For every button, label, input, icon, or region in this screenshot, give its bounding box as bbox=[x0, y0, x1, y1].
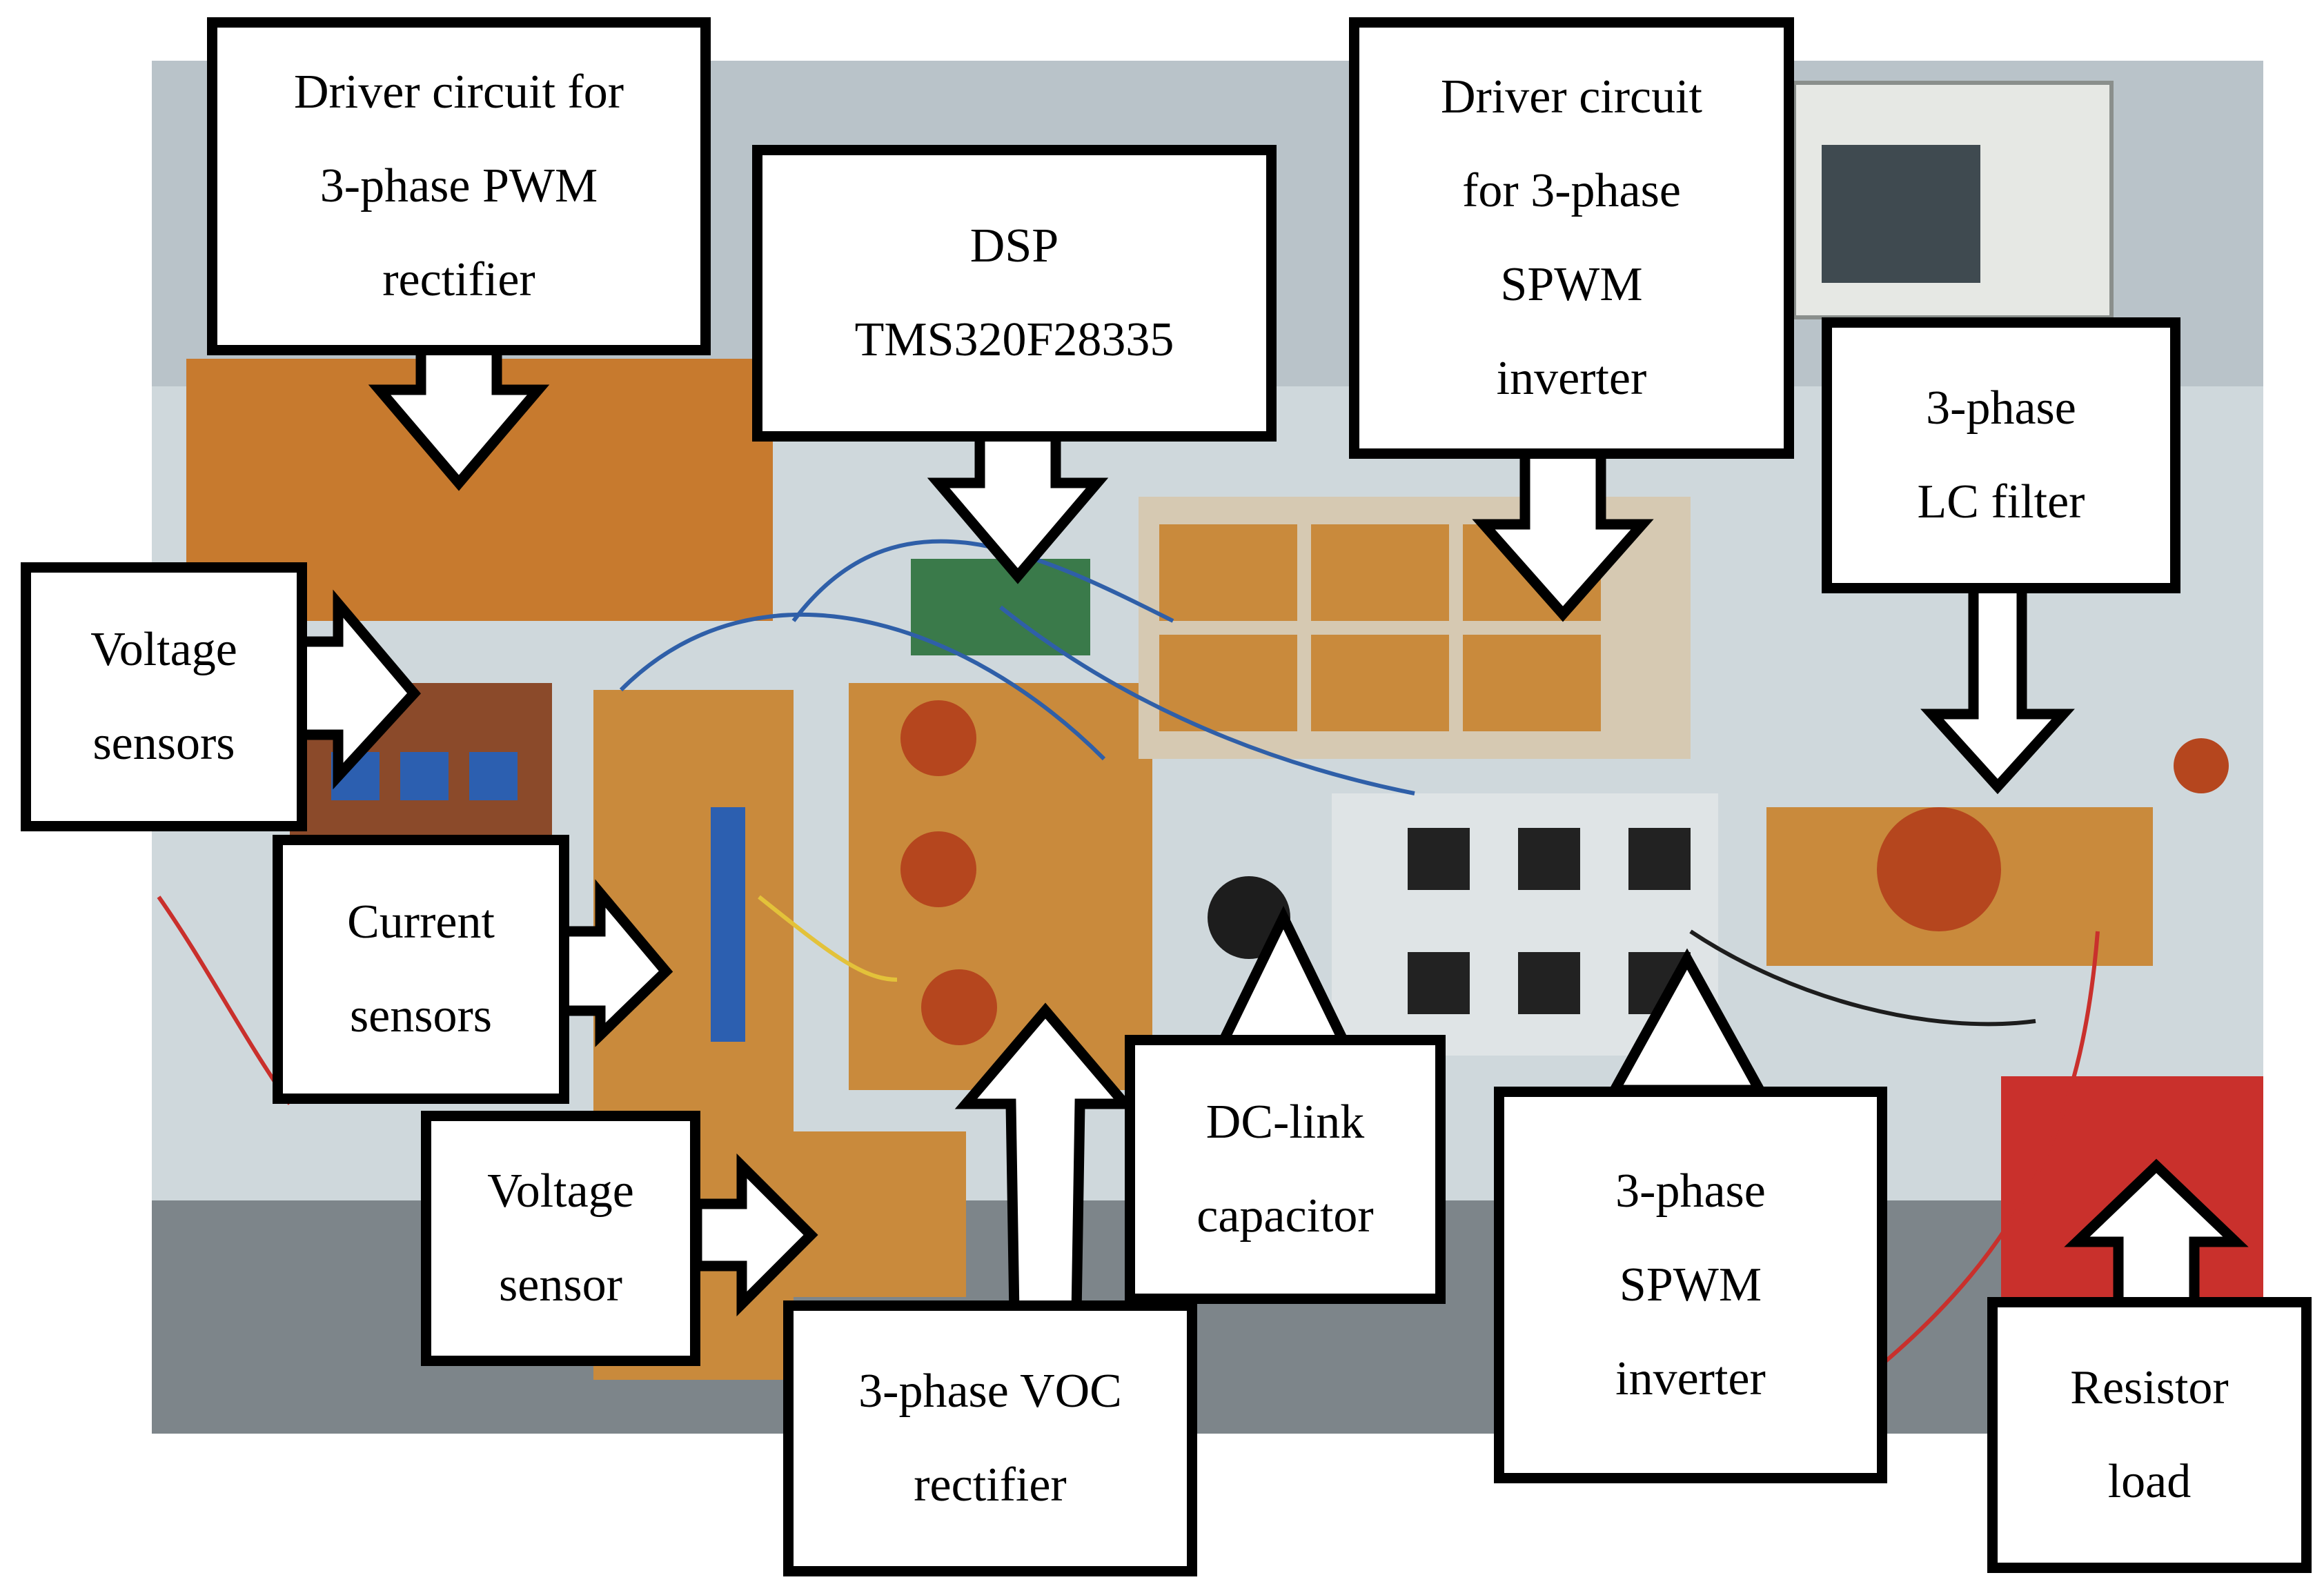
callout-label: Current sensors bbox=[347, 896, 495, 1042]
cable bbox=[999, 605, 1415, 795]
cable bbox=[758, 895, 898, 982]
cable bbox=[619, 613, 1106, 761]
callout-lc-filter: 3-phase LC filter bbox=[1822, 317, 2180, 593]
callout-driver-spwm-inverter: Driver circuit for 3-phase SPWM inverter bbox=[1349, 17, 1794, 459]
driver-board-tile bbox=[1311, 635, 1449, 731]
blue-relay bbox=[469, 752, 518, 800]
callout-label: Resistor load bbox=[2070, 1361, 2229, 1508]
arrow-voc-rectifier bbox=[954, 1002, 1136, 1320]
callout-driver-pwm-rectifier: Driver circuit for 3-phase PWM rectifier bbox=[207, 17, 711, 355]
inductor-coil bbox=[900, 831, 976, 907]
callout-label: Driver circuit for 3-phase PWM rectifier bbox=[293, 66, 624, 306]
callout-voltage-sensors: Voltage sensors bbox=[21, 562, 307, 831]
callout-label: DC-link capacitor bbox=[1197, 1096, 1374, 1243]
cable bbox=[791, 539, 1174, 623]
arrow-dsp bbox=[927, 429, 1109, 584]
voc-rectifier-board bbox=[849, 683, 1152, 1090]
callout-voltage-sensor: Voltage sensor bbox=[421, 1111, 700, 1366]
callout-label: Driver circuit for 3-phase SPWM inverter bbox=[1441, 70, 1702, 405]
driver-board-tile bbox=[1463, 635, 1601, 731]
filter-inductor bbox=[1877, 807, 2001, 931]
arrow-voltage-sensor bbox=[691, 1153, 818, 1317]
callout-label: 3-phase LC filter bbox=[1917, 382, 2085, 528]
cable bbox=[1689, 929, 2036, 1027]
blue-relay bbox=[400, 752, 449, 800]
arrow-driver-inverter bbox=[1472, 443, 1654, 622]
driver-board-tile bbox=[1159, 524, 1297, 621]
driver-board-tile bbox=[1159, 635, 1297, 731]
callout-label: 3-phase SPWM inverter bbox=[1615, 1164, 1766, 1405]
callout-label: Voltage sensor bbox=[487, 1165, 634, 1312]
current-sensor-bar bbox=[711, 807, 745, 1042]
cable bbox=[1862, 931, 2100, 1382]
callout-label: Voltage sensors bbox=[90, 623, 237, 770]
cable bbox=[157, 896, 292, 1105]
igbt-module bbox=[1518, 828, 1580, 890]
inductor-coil bbox=[921, 969, 997, 1045]
callout-spwm-inverter: 3-phase SPWM inverter bbox=[1494, 1087, 1887, 1483]
igbt-module bbox=[1628, 828, 1691, 890]
igbt-module bbox=[1408, 952, 1470, 1014]
callout-voc-rectifier: 3-phase VOC rectifier bbox=[783, 1300, 1197, 1576]
callout-resistor-load: Resistor load bbox=[1987, 1297, 2312, 1573]
callout-dc-link-capacitor: DC-link capacitor bbox=[1125, 1035, 1446, 1304]
callout-label: DSP TMS320F28335 bbox=[854, 219, 1174, 366]
driver-board-tile bbox=[1311, 524, 1449, 621]
igbt-module bbox=[1518, 952, 1580, 1014]
oscilloscope-screen bbox=[1822, 145, 1980, 283]
small-inductor bbox=[2174, 738, 2229, 793]
arrow-lc-filter bbox=[1920, 581, 2075, 795]
igbt-module bbox=[1408, 828, 1470, 890]
callout-label: 3-phase VOC rectifier bbox=[858, 1365, 1122, 1512]
inductor-coil bbox=[900, 700, 976, 776]
arrow-resistor-load bbox=[2064, 1158, 2249, 1313]
callout-dsp: DSP TMS320F28335 bbox=[752, 145, 1277, 442]
callout-current-sensors: Current sensors bbox=[273, 835, 569, 1104]
